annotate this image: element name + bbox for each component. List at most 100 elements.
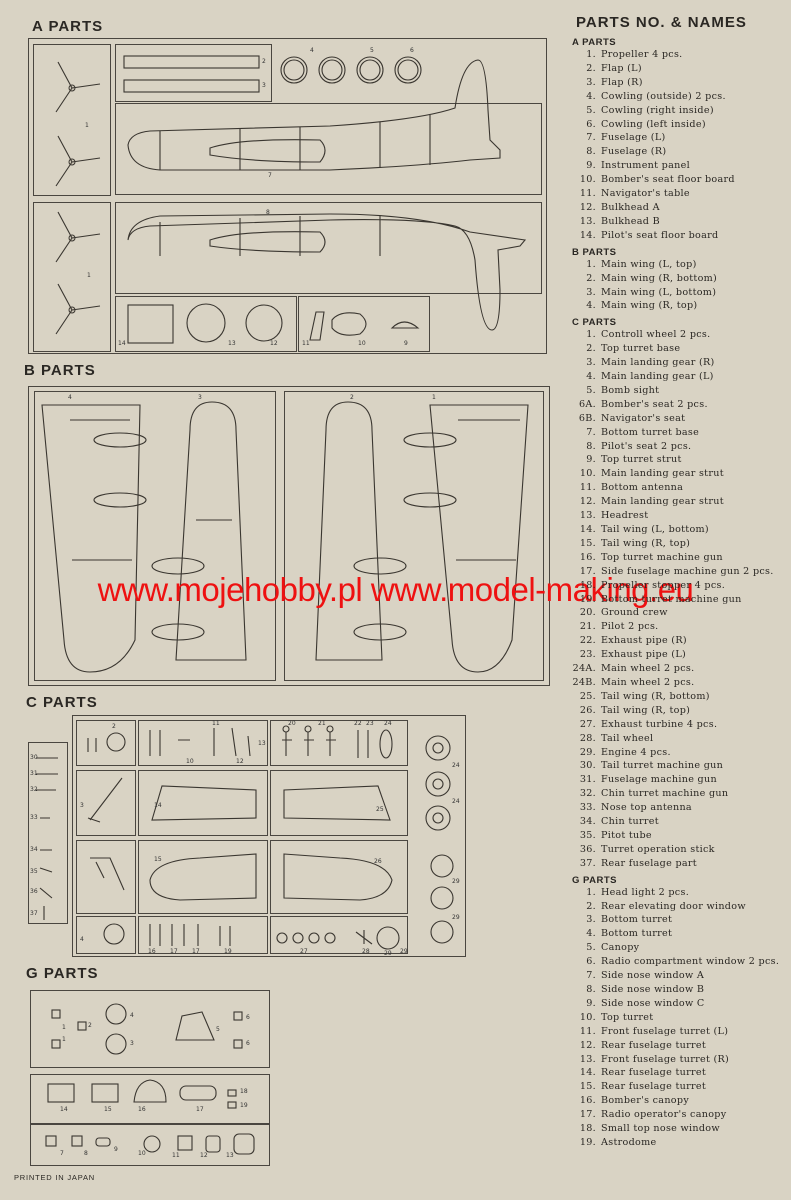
cowling-right-inside bbox=[356, 56, 384, 84]
c-cell-3 bbox=[270, 720, 408, 766]
part-item: 8.Fuselage (R) bbox=[570, 145, 790, 159]
c-num-33: 33 bbox=[30, 814, 38, 821]
b-parts-sprue bbox=[28, 386, 550, 686]
part-number: 2. bbox=[586, 900, 596, 912]
propeller-1 bbox=[55, 61, 101, 113]
part-number: 4. bbox=[586, 371, 596, 383]
part-name: Side nose window A bbox=[601, 970, 705, 982]
part-name: Canopy bbox=[601, 942, 640, 954]
part-name: Rear elevating door window bbox=[601, 900, 746, 912]
part-item: 11.Navigator's table bbox=[570, 187, 790, 201]
part-name: Main wing (L, bottom) bbox=[601, 286, 717, 298]
c-num-29b: 29 bbox=[452, 914, 460, 921]
part-name: Bomb sight bbox=[601, 384, 660, 396]
part-number: 26. bbox=[579, 704, 596, 716]
section-title-b: B PARTS bbox=[24, 362, 96, 379]
part-item: 35.Pitot tube bbox=[570, 829, 790, 843]
part-name: Pilot 2 pcs. bbox=[601, 621, 659, 633]
part-name: Main landing gear strut bbox=[601, 496, 724, 508]
part-item: 4.Cowling (outside) 2 pcs. bbox=[570, 90, 790, 104]
c-num-35: 35 bbox=[30, 868, 38, 875]
g-num-15: 15 bbox=[104, 1106, 112, 1113]
a-num-8: 8 bbox=[266, 209, 270, 216]
part-number: 7. bbox=[586, 970, 596, 982]
part-item: 3.Main wing (L, bottom) bbox=[570, 286, 790, 300]
printed-in-japan: PRINTED IN JAPAN bbox=[14, 1173, 96, 1182]
a-num-1: 1 bbox=[85, 122, 89, 129]
c-side-runner bbox=[28, 742, 68, 924]
c-cell-9 bbox=[270, 840, 408, 914]
part-item: 16.Bomber's canopy bbox=[570, 1094, 790, 1108]
part-item: 6.Radio compartment window 2 pcs. bbox=[570, 955, 790, 969]
bomber-floor-board bbox=[331, 312, 367, 336]
c-num-15: 15 bbox=[154, 856, 162, 863]
part-item: 1.Main wing (L, top) bbox=[570, 258, 790, 272]
cowling-left-inside bbox=[394, 56, 422, 84]
part-number: 31. bbox=[579, 774, 596, 786]
part-number: 10. bbox=[579, 468, 596, 480]
part-item: 9.Side nose window C bbox=[570, 997, 790, 1011]
part-item: 24A. Main wheel 2 pcs. bbox=[570, 662, 790, 676]
c-num-34: 34 bbox=[30, 846, 38, 853]
part-number: 27. bbox=[579, 718, 596, 730]
c-num-23: 23 bbox=[366, 720, 374, 727]
part-number: 10. bbox=[579, 174, 596, 186]
c-num-24b: 24 bbox=[452, 798, 460, 805]
bulkhead-b bbox=[186, 303, 226, 343]
part-item: 27.Exhaust turbine 4 pcs. bbox=[570, 718, 790, 732]
c-cell-7 bbox=[76, 840, 136, 914]
part-name: Flap (L) bbox=[601, 62, 642, 74]
part-name: Top turret base bbox=[601, 343, 681, 355]
part-name: Pitot tube bbox=[601, 829, 652, 841]
a-num-10: 10 bbox=[358, 340, 366, 347]
part-name: Exhaust pipe (L) bbox=[601, 649, 687, 661]
part-number: 8. bbox=[586, 440, 596, 452]
a-cell-fuselage-left bbox=[115, 103, 542, 195]
g-num-13: 13 bbox=[226, 1152, 234, 1159]
part-name: Main landing gear (R) bbox=[601, 357, 715, 369]
part-item: 3.Bottom turret bbox=[570, 913, 790, 927]
part-item: 12.Bulkhead A bbox=[570, 201, 790, 215]
main-wing-l-bottom bbox=[175, 401, 247, 661]
c-cell-11 bbox=[138, 916, 268, 954]
part-number: 2. bbox=[586, 272, 596, 284]
radio-operator-canopy bbox=[179, 1085, 217, 1101]
part-number: 5. bbox=[586, 942, 596, 954]
c-num-25: 25 bbox=[376, 806, 384, 813]
part-number: 36. bbox=[579, 843, 596, 855]
part-name: Main wing (R, top) bbox=[601, 300, 698, 312]
part-number: 6A. bbox=[579, 398, 596, 410]
c-num-4: 4 bbox=[80, 936, 84, 943]
part-item: 15.Rear fuselage turret bbox=[570, 1080, 790, 1094]
main-landing-gear-r bbox=[87, 777, 123, 823]
rear-fuselage-turret-14 bbox=[47, 1083, 75, 1103]
part-number: 24A. bbox=[572, 663, 596, 675]
part-item: 11.Bottom antenna bbox=[570, 481, 790, 495]
part-item: 10. Main landing gear strut bbox=[570, 467, 790, 481]
a-cell-fuselage-right bbox=[115, 202, 542, 294]
part-number: 5. bbox=[586, 104, 596, 116]
part-item: 3.Flap (R) bbox=[570, 76, 790, 90]
c-parts-sprue bbox=[72, 715, 466, 957]
g-parts-sprue-1 bbox=[30, 990, 270, 1068]
part-name: Exhaust pipe (R) bbox=[601, 635, 687, 647]
part-name: Bomber's seat floor board bbox=[601, 174, 735, 186]
g-num-18: 18 bbox=[240, 1088, 248, 1095]
a-num-9: 9 bbox=[404, 340, 408, 347]
part-name: Bottom turret bbox=[601, 928, 673, 940]
part-number: 33. bbox=[579, 802, 596, 814]
part-name: Bomber's canopy bbox=[601, 1095, 690, 1107]
g-num-1a: 1 bbox=[62, 1024, 66, 1031]
part-number: 3. bbox=[586, 76, 596, 88]
parts-group-title: A PARTS bbox=[572, 37, 617, 48]
part-name: Main wheel 2 pcs. bbox=[601, 663, 695, 675]
a-cell-bulkheads bbox=[115, 296, 297, 352]
section-title-a: A PARTS bbox=[32, 18, 104, 35]
part-item: 29.Engine 4 pcs. bbox=[570, 746, 790, 760]
part-item: 6A.Bomber's seat 2 pcs. bbox=[570, 398, 790, 412]
part-name: Cowling (right inside) bbox=[601, 104, 714, 116]
part-name: Main landing gear strut bbox=[601, 468, 724, 480]
